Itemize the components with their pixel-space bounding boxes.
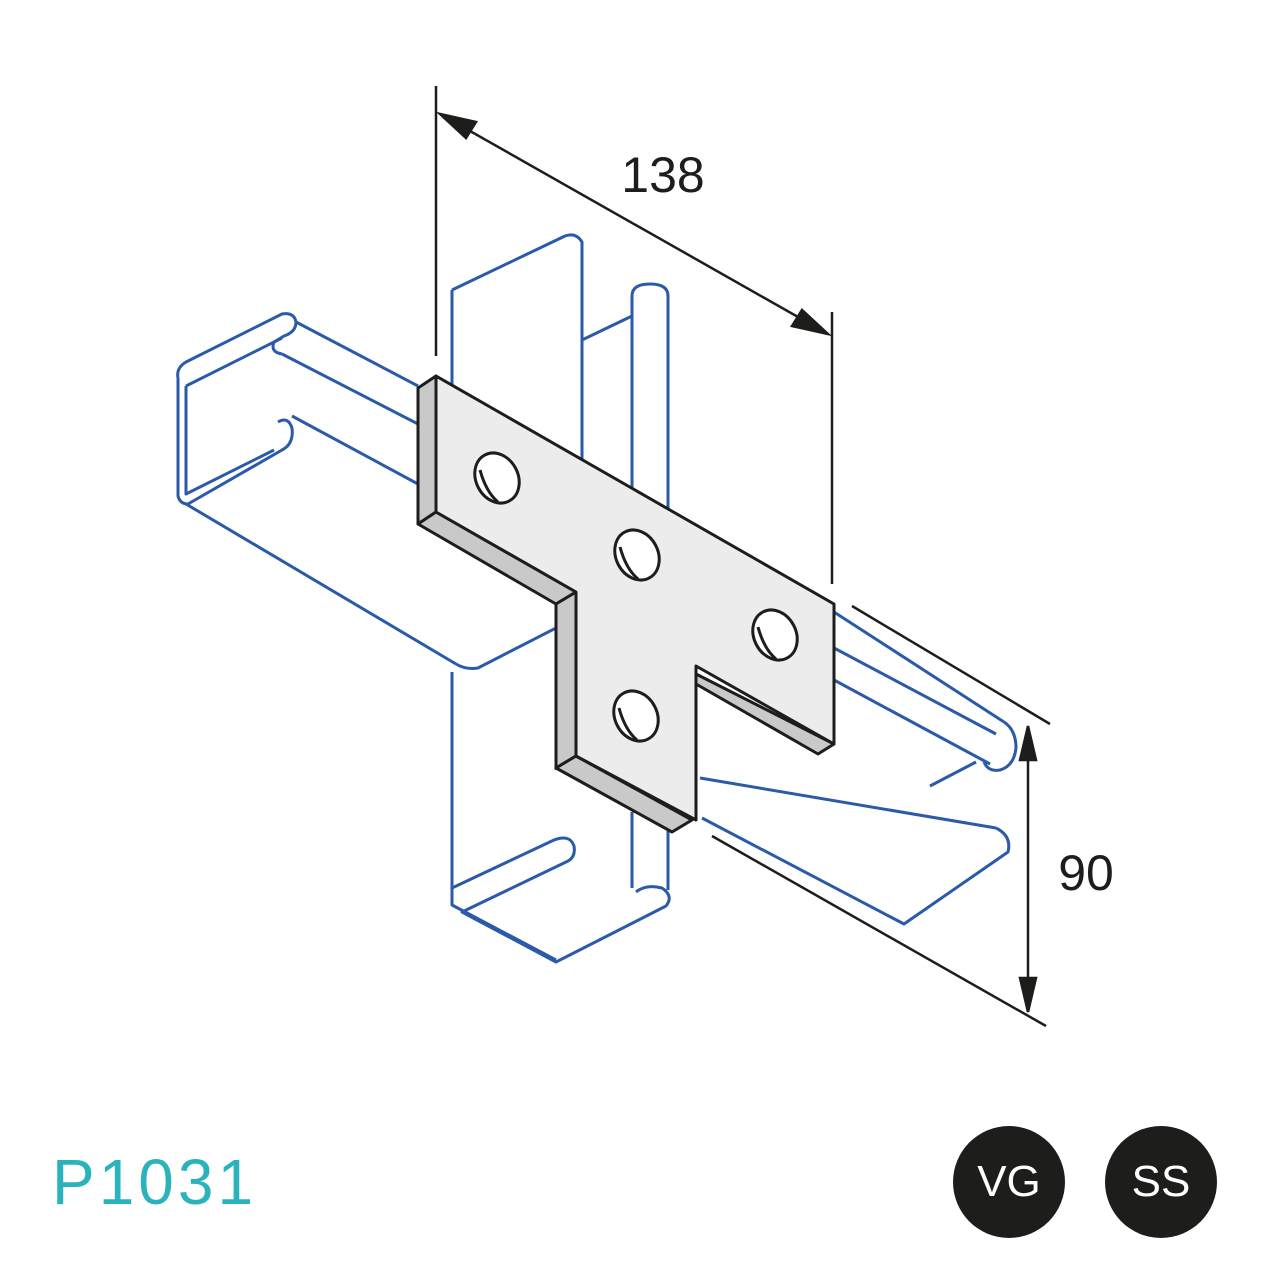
finish-badge-vg: VG (953, 1126, 1065, 1238)
horizontal-channel-top-edge-2 (281, 352, 419, 426)
tee-plate-edge-stem-left (554, 590, 578, 770)
vertical-channel-bottom-profile-inner (450, 888, 558, 962)
finish-badge-ss: SS (1105, 1126, 1217, 1238)
part-code: P1031 (52, 1146, 258, 1218)
height-arrow-bottom (1018, 976, 1038, 1013)
height-extension-line-bottom (711, 834, 1047, 1028)
horizontal-channel-bottom-corner (455, 626, 557, 670)
horizontal-channel (176, 312, 1018, 926)
horizontal-channel-bottom-edge (185, 502, 457, 666)
tee-plate (416, 374, 836, 834)
horizontal-channel-top-edge (295, 320, 419, 388)
width-dimension (434, 86, 834, 584)
horizontal-channel-right-lip-upper (929, 720, 1018, 788)
width-arrow-left (435, 111, 478, 140)
horizontal-channel-right-top-edge (833, 610, 1005, 724)
width-arrow-right (790, 308, 833, 337)
bolt-hole-1 (473, 451, 521, 505)
horizontal-channel-right-edge-3 (833, 678, 991, 766)
tee-plate-face (434, 374, 836, 822)
height-arrow-top (1018, 725, 1038, 762)
tee-plate-edge-left (416, 374, 438, 526)
height-extension-line-top (851, 604, 1051, 726)
width-dimension-line (439, 112, 829, 336)
vertical-channel-slot (630, 282, 670, 890)
height-dimension-label: 90 (1058, 845, 1114, 901)
tee-plate-edge-stem-bottom (554, 754, 694, 834)
vertical-channel-top-lip (450, 233, 584, 330)
horizontal-channel-end-profile (176, 312, 298, 506)
bolt-hole-3 (751, 608, 799, 662)
horizontal-channel-right-edge-2 (833, 646, 997, 736)
horizontal-channel-right-lip-lower (701, 816, 1011, 926)
vertical-channel-bottom-profile (451, 836, 671, 964)
horizontal-channel-slot-edge (291, 414, 419, 486)
horizontal-channel-end-profile-inner (184, 336, 283, 496)
bolt-hole-4 (612, 689, 660, 743)
width-dimension-label: 138 (621, 147, 704, 203)
height-dimension (711, 604, 1051, 1028)
bolt-hole-2 (613, 528, 661, 582)
horizontal-channel-right-lower-edge (699, 776, 997, 830)
vertical-channel (450, 233, 671, 964)
vertical-channel-inner-line (581, 314, 633, 342)
